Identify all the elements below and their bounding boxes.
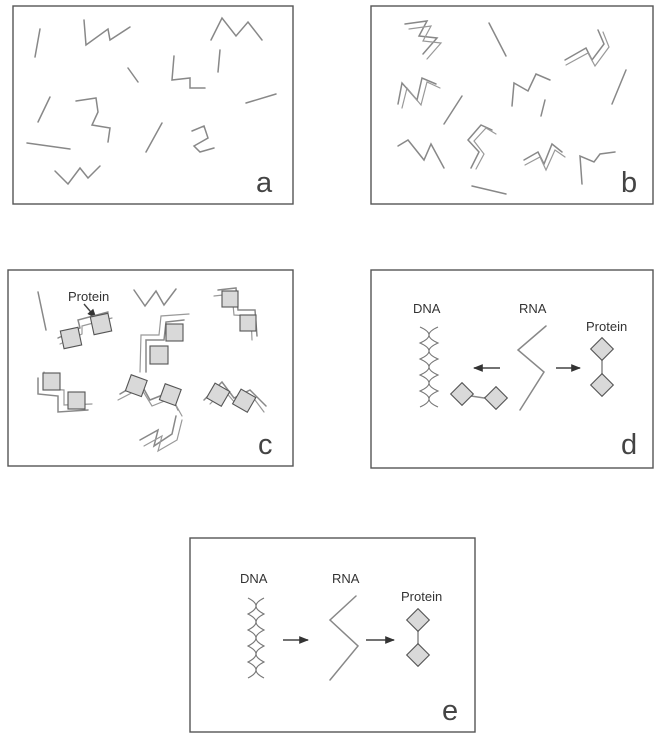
- panel-c: Protein: [7, 269, 294, 467]
- panel-e: DNA RNA Protein e: [189, 537, 476, 733]
- protein-rna-complex: [213, 287, 258, 341]
- rna-strand: [328, 595, 360, 681]
- double-stranded-rna: [143, 419, 183, 453]
- protein-rna-complex: [117, 374, 183, 417]
- panel-a-frame: [12, 5, 294, 205]
- protein-label: Protein: [401, 589, 442, 604]
- panel-a-letter: a: [256, 167, 273, 199]
- panel-c-letter: c: [258, 429, 273, 461]
- dna-label: DNA: [240, 571, 268, 586]
- rna-fragments: [26, 16, 277, 186]
- panel-b: b: [370, 5, 654, 205]
- panel-d-frame: [370, 269, 654, 469]
- protein-rna-complex: [203, 380, 267, 414]
- protein-label: Protein: [586, 319, 627, 334]
- double-stranded-rna: [139, 415, 177, 448]
- panel-e-letter: e: [442, 695, 458, 727]
- protein-chain: [405, 607, 431, 668]
- rna-label: RNA: [519, 301, 547, 316]
- panel-e-frame: [189, 537, 476, 733]
- panel-b-letter: b: [621, 167, 637, 199]
- double-stranded-rna: [397, 20, 627, 195]
- panel-a: a: [12, 5, 294, 205]
- panel-d-letter: d: [621, 429, 637, 461]
- dna-label: DNA: [413, 301, 441, 316]
- protein-rna-complex: [37, 371, 93, 413]
- protein-rna-complex: [57, 311, 113, 350]
- rna-strand: [37, 291, 47, 331]
- rna-label: RNA: [332, 571, 360, 586]
- protein-chain-bound: [449, 381, 509, 411]
- protein-rna-complex: [139, 313, 190, 373]
- protein-chain: [589, 336, 615, 398]
- rna-strand: [516, 325, 547, 411]
- panel-d: DNA RNA Protein d: [370, 269, 654, 469]
- dna-double-helix: [246, 597, 266, 679]
- rna-strand: [133, 288, 177, 308]
- dna-double-helix: [418, 326, 440, 408]
- protein-label: Protein: [68, 289, 109, 304]
